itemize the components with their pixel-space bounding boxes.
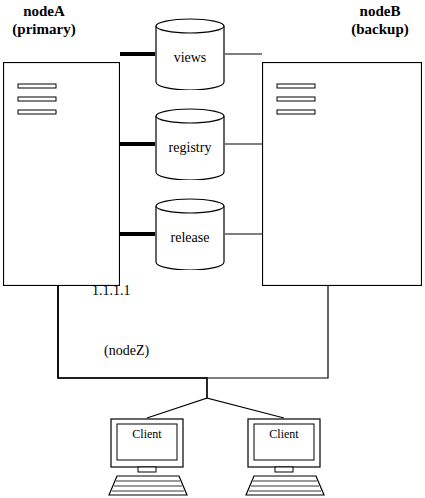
connector-line xyxy=(225,143,262,144)
disk-label: release xyxy=(155,230,225,246)
connector-line xyxy=(225,53,262,54)
server-tower xyxy=(262,62,422,286)
host-alias: (nodeZ) xyxy=(104,343,149,359)
ip-address: 1.1.1.1 xyxy=(92,283,131,299)
server-tower xyxy=(3,62,120,286)
disk-node: registry xyxy=(155,108,225,180)
disk-label: registry xyxy=(155,140,225,156)
client-node: Client xyxy=(245,418,325,496)
connector-line xyxy=(225,233,262,234)
disk-node: release xyxy=(155,198,225,270)
connector-line xyxy=(120,142,155,146)
connector-line xyxy=(120,232,155,236)
server-node: nodeA (primary) xyxy=(3,62,120,286)
node-heading: nodeA (primary) xyxy=(1,2,87,38)
connector-line xyxy=(58,286,284,418)
disk-node: views xyxy=(155,18,225,90)
connector-line xyxy=(58,286,328,378)
client-label: Client xyxy=(108,427,186,441)
server-node: nodeB (backup) xyxy=(262,62,422,286)
client-label: Client xyxy=(245,427,323,441)
connector-line xyxy=(120,52,155,56)
disk-label: views xyxy=(155,50,225,66)
node-heading: nodeB (backup) xyxy=(338,2,422,38)
connector-line xyxy=(58,286,207,418)
client-node: Client xyxy=(108,418,188,496)
